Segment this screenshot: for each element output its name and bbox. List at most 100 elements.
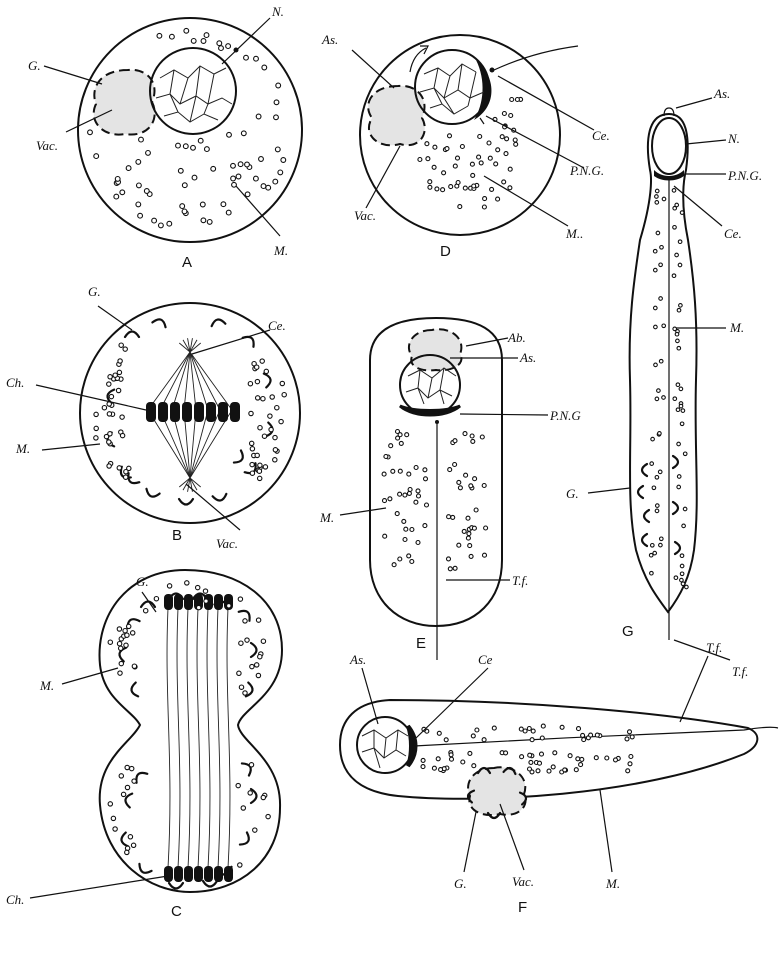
mitochondrion xyxy=(658,432,662,436)
mitochondrion xyxy=(477,155,481,159)
mitochondrion xyxy=(448,567,452,571)
mitochondrion xyxy=(121,792,125,796)
mitochondrion xyxy=(541,724,545,728)
mitochondrion xyxy=(104,434,108,438)
mitochondrion xyxy=(226,44,231,49)
mitochondrion xyxy=(560,725,564,729)
mitochondrion xyxy=(211,166,216,171)
mitochondrion xyxy=(227,604,231,608)
label-g: G. xyxy=(454,876,467,891)
spindle-fiber xyxy=(197,608,200,868)
chromosome xyxy=(194,402,204,422)
mitochondrion xyxy=(675,253,679,257)
mitochondrion xyxy=(255,379,259,383)
mitochondrion xyxy=(280,381,284,385)
mitochondrion xyxy=(256,618,260,622)
mitochondrion xyxy=(519,727,523,731)
mitochondrion xyxy=(673,226,677,230)
mitochondrion xyxy=(677,308,681,312)
mitochondrion xyxy=(111,816,115,820)
label-g: G. xyxy=(566,486,579,501)
mitochondrion xyxy=(681,582,685,586)
mitochondrion xyxy=(529,760,533,764)
label-n: N. xyxy=(271,4,284,19)
mitochondrion xyxy=(398,557,402,561)
mitochondrion xyxy=(257,469,261,473)
label-tf: T.f. xyxy=(706,640,722,655)
leader-png xyxy=(460,414,548,415)
panel-letter: A xyxy=(182,254,192,271)
mitochondrion xyxy=(255,453,259,457)
golgi-body xyxy=(169,883,183,889)
mitochondrion xyxy=(678,240,682,244)
leader-m xyxy=(600,790,612,872)
golgi-body xyxy=(179,499,193,505)
label-png: P.N.G. xyxy=(569,163,604,178)
mitochondrion xyxy=(395,512,399,516)
mitochondrion xyxy=(453,164,457,168)
mitochondrion xyxy=(123,629,127,633)
mitochondrion xyxy=(480,435,484,439)
mitochondrion xyxy=(660,246,664,250)
golgi-body xyxy=(213,494,228,502)
mitochondrion xyxy=(471,173,475,177)
mitochondrion xyxy=(170,34,175,39)
mitochondrion xyxy=(182,183,187,188)
leader-ch xyxy=(30,876,168,898)
mitochondrion xyxy=(423,468,427,472)
mitochondrion xyxy=(448,134,452,138)
post-nuclear-granule xyxy=(400,406,460,415)
mitochondrion xyxy=(256,114,261,119)
mitochondrion xyxy=(274,100,279,105)
mitochondrion xyxy=(653,551,657,555)
chromosome xyxy=(206,402,216,422)
mitochondrion xyxy=(676,383,680,387)
mitochondrion xyxy=(614,758,618,762)
mitochondrion xyxy=(502,180,506,184)
mitochondrion xyxy=(677,346,681,350)
mitochondrion xyxy=(468,544,472,548)
mitochondrion xyxy=(249,411,253,415)
mitochondrion xyxy=(383,499,387,503)
mitochondrion xyxy=(447,557,451,561)
mitochondrion xyxy=(681,409,685,413)
mitochondrion xyxy=(248,382,252,386)
mitochondrion xyxy=(456,181,460,185)
mitochondrion xyxy=(207,220,212,225)
leader-ce xyxy=(192,330,270,354)
mitochondrion xyxy=(182,209,187,214)
label-ch: Ch. xyxy=(6,892,24,907)
mitochondrion xyxy=(654,325,658,329)
mitochondrion xyxy=(680,564,684,568)
mitochondrion xyxy=(255,365,259,369)
mitochondrion xyxy=(231,176,236,181)
mitochondrion xyxy=(458,486,462,490)
mitochondrion xyxy=(154,597,158,601)
mitochondrion xyxy=(114,194,119,199)
mitochondrion xyxy=(626,769,630,773)
mitochondrion xyxy=(496,148,500,152)
label-m: M. xyxy=(605,876,620,891)
mitochondrion xyxy=(568,754,572,758)
golgi-body xyxy=(673,502,678,514)
mitochondrion xyxy=(421,758,425,762)
mitochondrion xyxy=(236,174,241,179)
label-m: M. xyxy=(319,510,334,525)
mitochondrion xyxy=(442,171,446,175)
spindle-fiber xyxy=(227,608,230,868)
mitochondrion xyxy=(458,205,462,209)
mitochondrion xyxy=(127,624,131,628)
mitochondrion xyxy=(651,544,655,548)
leader-g xyxy=(464,812,476,872)
chromatin-network xyxy=(362,730,408,768)
mitochondrion xyxy=(273,435,277,439)
golgi-body xyxy=(141,602,155,608)
mitochondrion xyxy=(192,175,197,180)
mitochondrion xyxy=(490,187,494,191)
mitochondrion xyxy=(239,641,243,645)
leader-ch xyxy=(36,385,146,410)
nucleus xyxy=(652,118,686,174)
mitochondrion xyxy=(656,504,660,508)
mitochondrion xyxy=(204,599,208,603)
mitochondrion xyxy=(197,605,201,609)
